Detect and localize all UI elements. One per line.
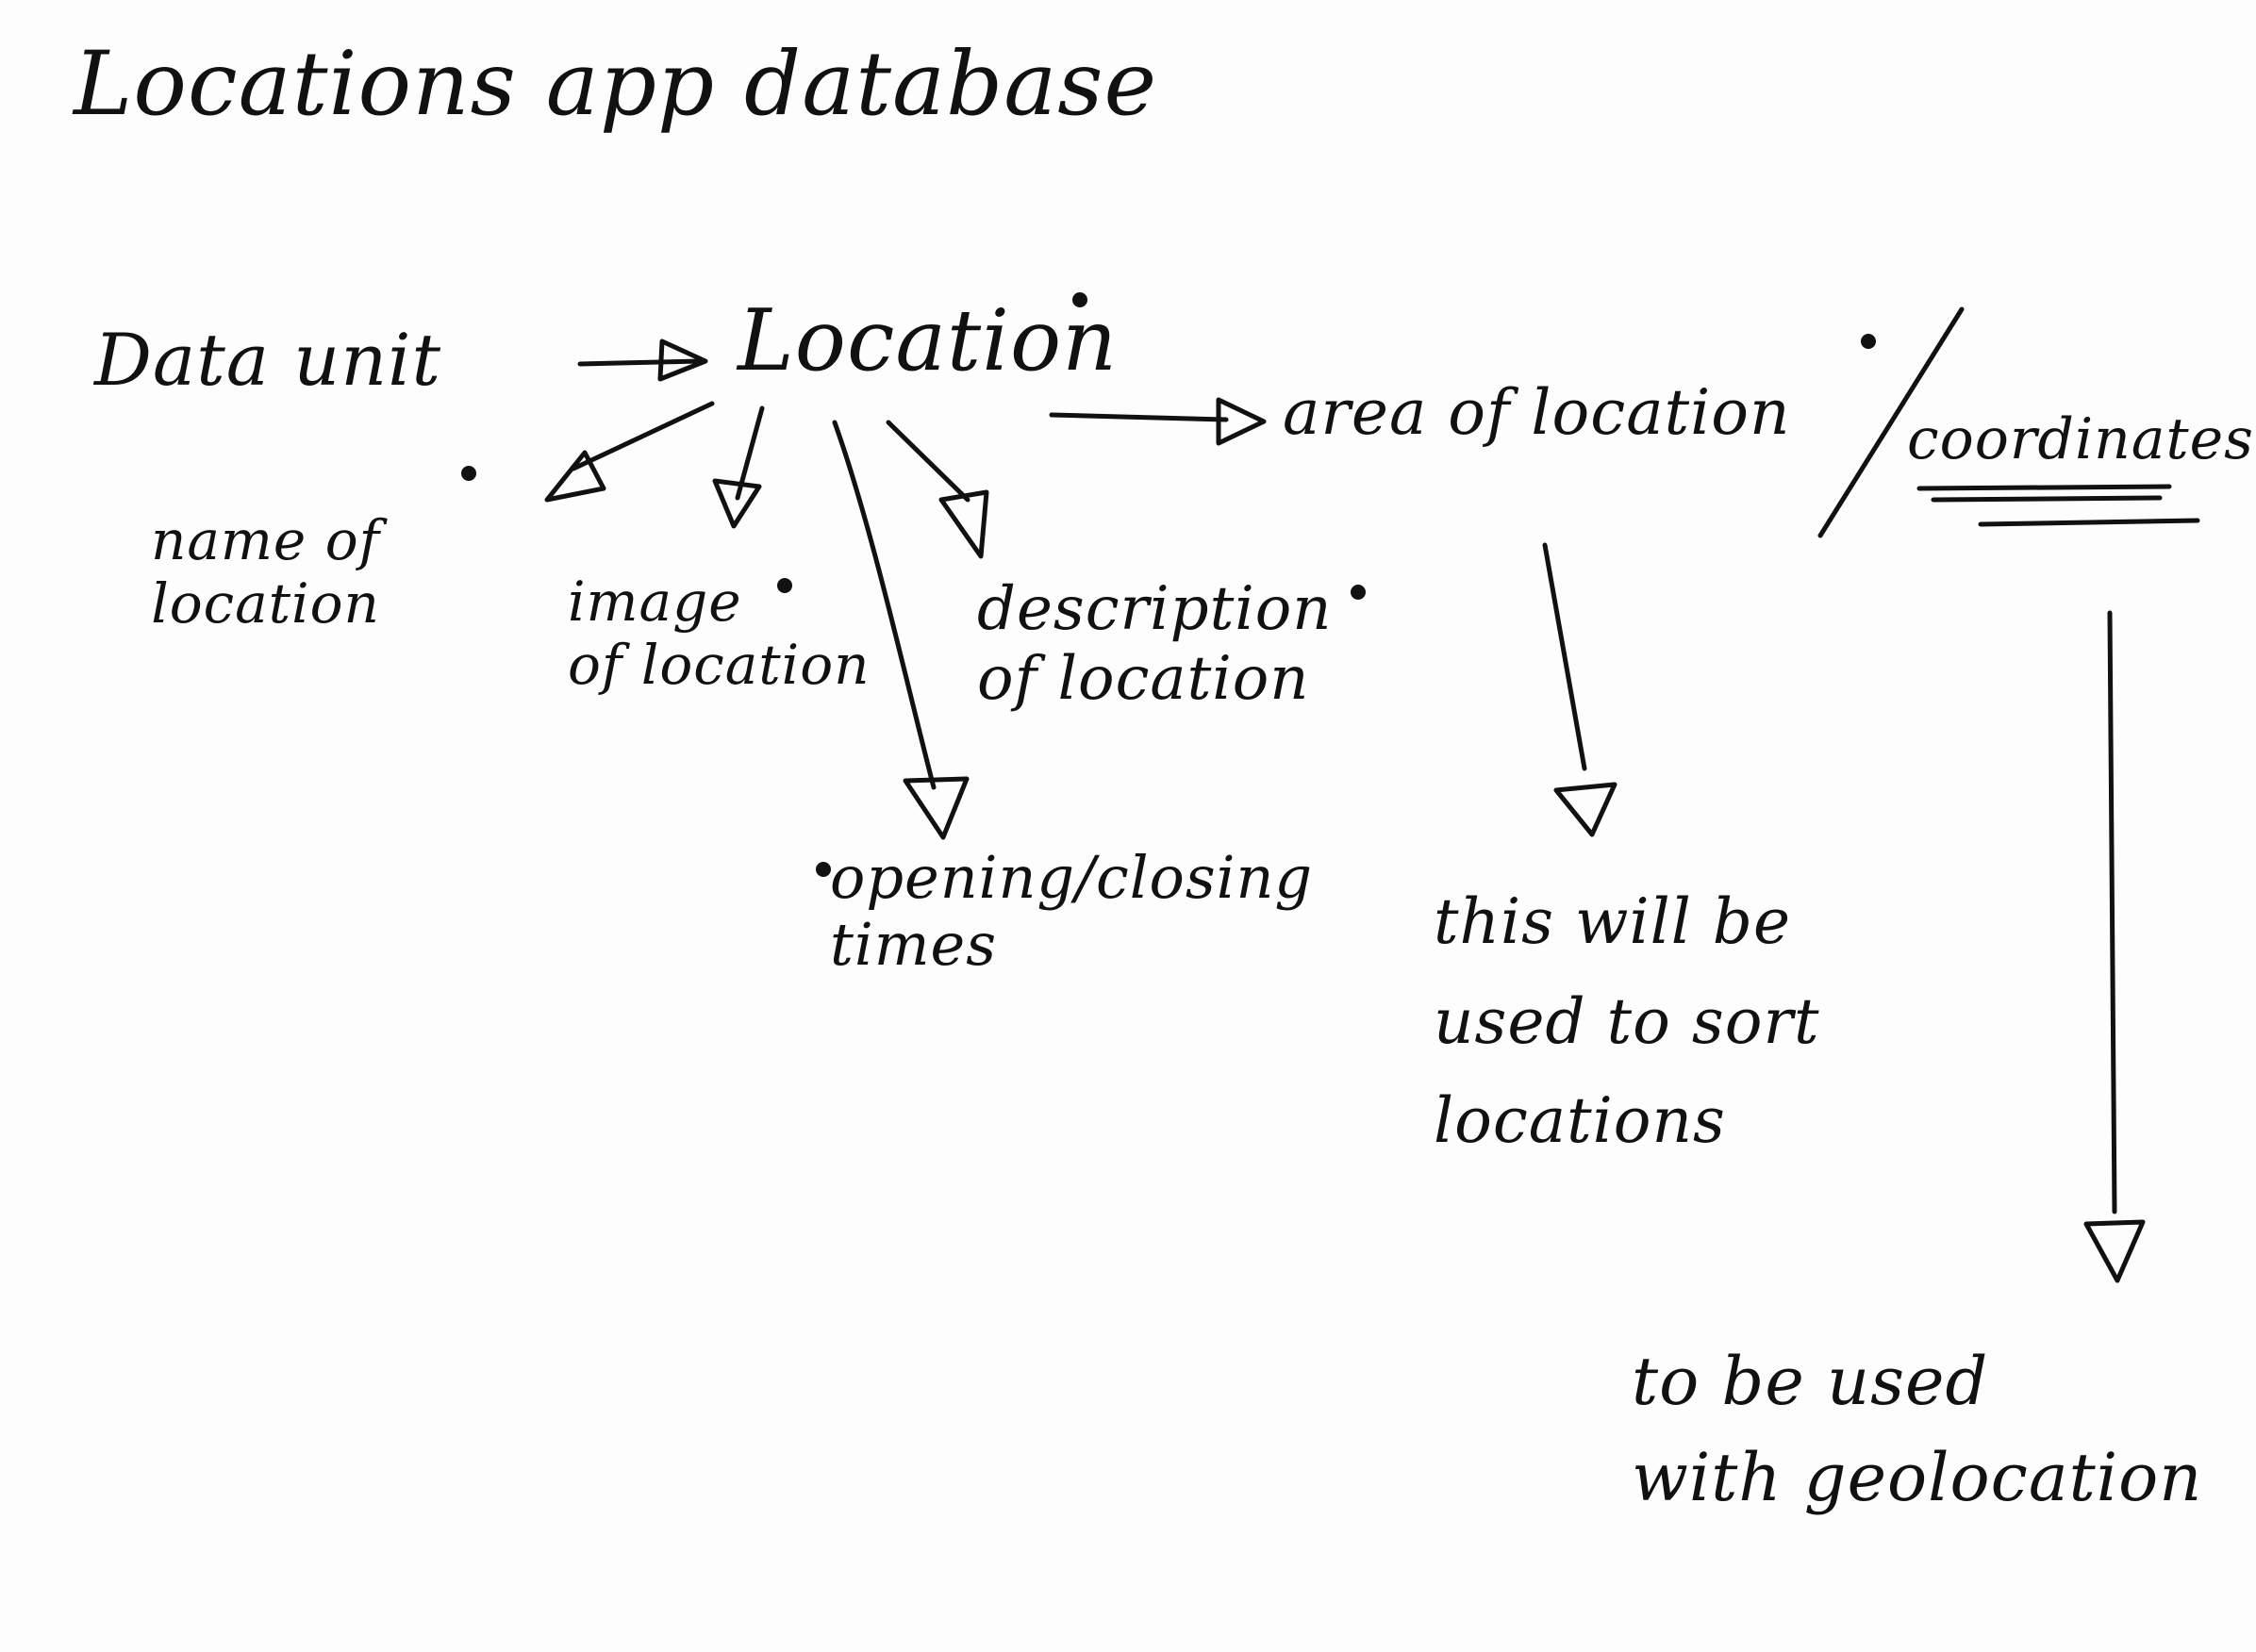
page-title: Locations app database [74, 33, 1158, 136]
field-coordinates: coordinates [1907, 406, 2254, 472]
arrowhead-name [544, 450, 606, 503]
note-sort-locations: this will be used to sort locations [1434, 885, 1820, 1158]
data-unit-label: Data unit [94, 318, 441, 402]
bullet-description [1351, 585, 1366, 600]
field-description-of-location: description of location [977, 574, 1333, 714]
coordinates-underline-2 [1931, 495, 2163, 503]
arrowhead-description [938, 489, 989, 559]
field-area-of-location: area of location [1283, 376, 1791, 449]
root-node-location: Location [738, 291, 1119, 390]
bullet-name [461, 466, 476, 481]
arrowhead-image [712, 478, 762, 529]
arrow-coordinates-to-note [2107, 610, 2117, 1214]
field-opening-closing-times: opening/closing times [830, 843, 1314, 980]
arrowhead-opening [903, 776, 970, 840]
arrow-location-to-name [571, 401, 715, 471]
arrowhead-data-unit [657, 339, 708, 382]
arrow-location-to-area [1049, 412, 1229, 422]
note-geolocation: to be used with geolocation [1632, 1343, 2203, 1516]
arrowhead-area-note [1553, 782, 1617, 837]
field-image-of-location: image of location [568, 570, 871, 697]
bullet-image [777, 578, 792, 593]
arrow-location-to-opening [832, 420, 937, 790]
coordinates-underline-1 [1916, 484, 2172, 491]
bullet-opening [816, 862, 831, 877]
slash-separator [1817, 306, 1965, 538]
arrow-location-to-description [886, 420, 970, 503]
arrowhead-area [1216, 397, 1267, 446]
arrow-data-unit-to-location [577, 358, 703, 367]
bullet-location [1072, 292, 1087, 307]
arrowhead-coordinates-note [2083, 1219, 2146, 1283]
arrow-area-to-note [1542, 542, 1587, 771]
bullet-area [1861, 334, 1876, 349]
coordinates-underline-3 [1978, 518, 2200, 527]
field-name-of-location: name of location [151, 508, 381, 636]
